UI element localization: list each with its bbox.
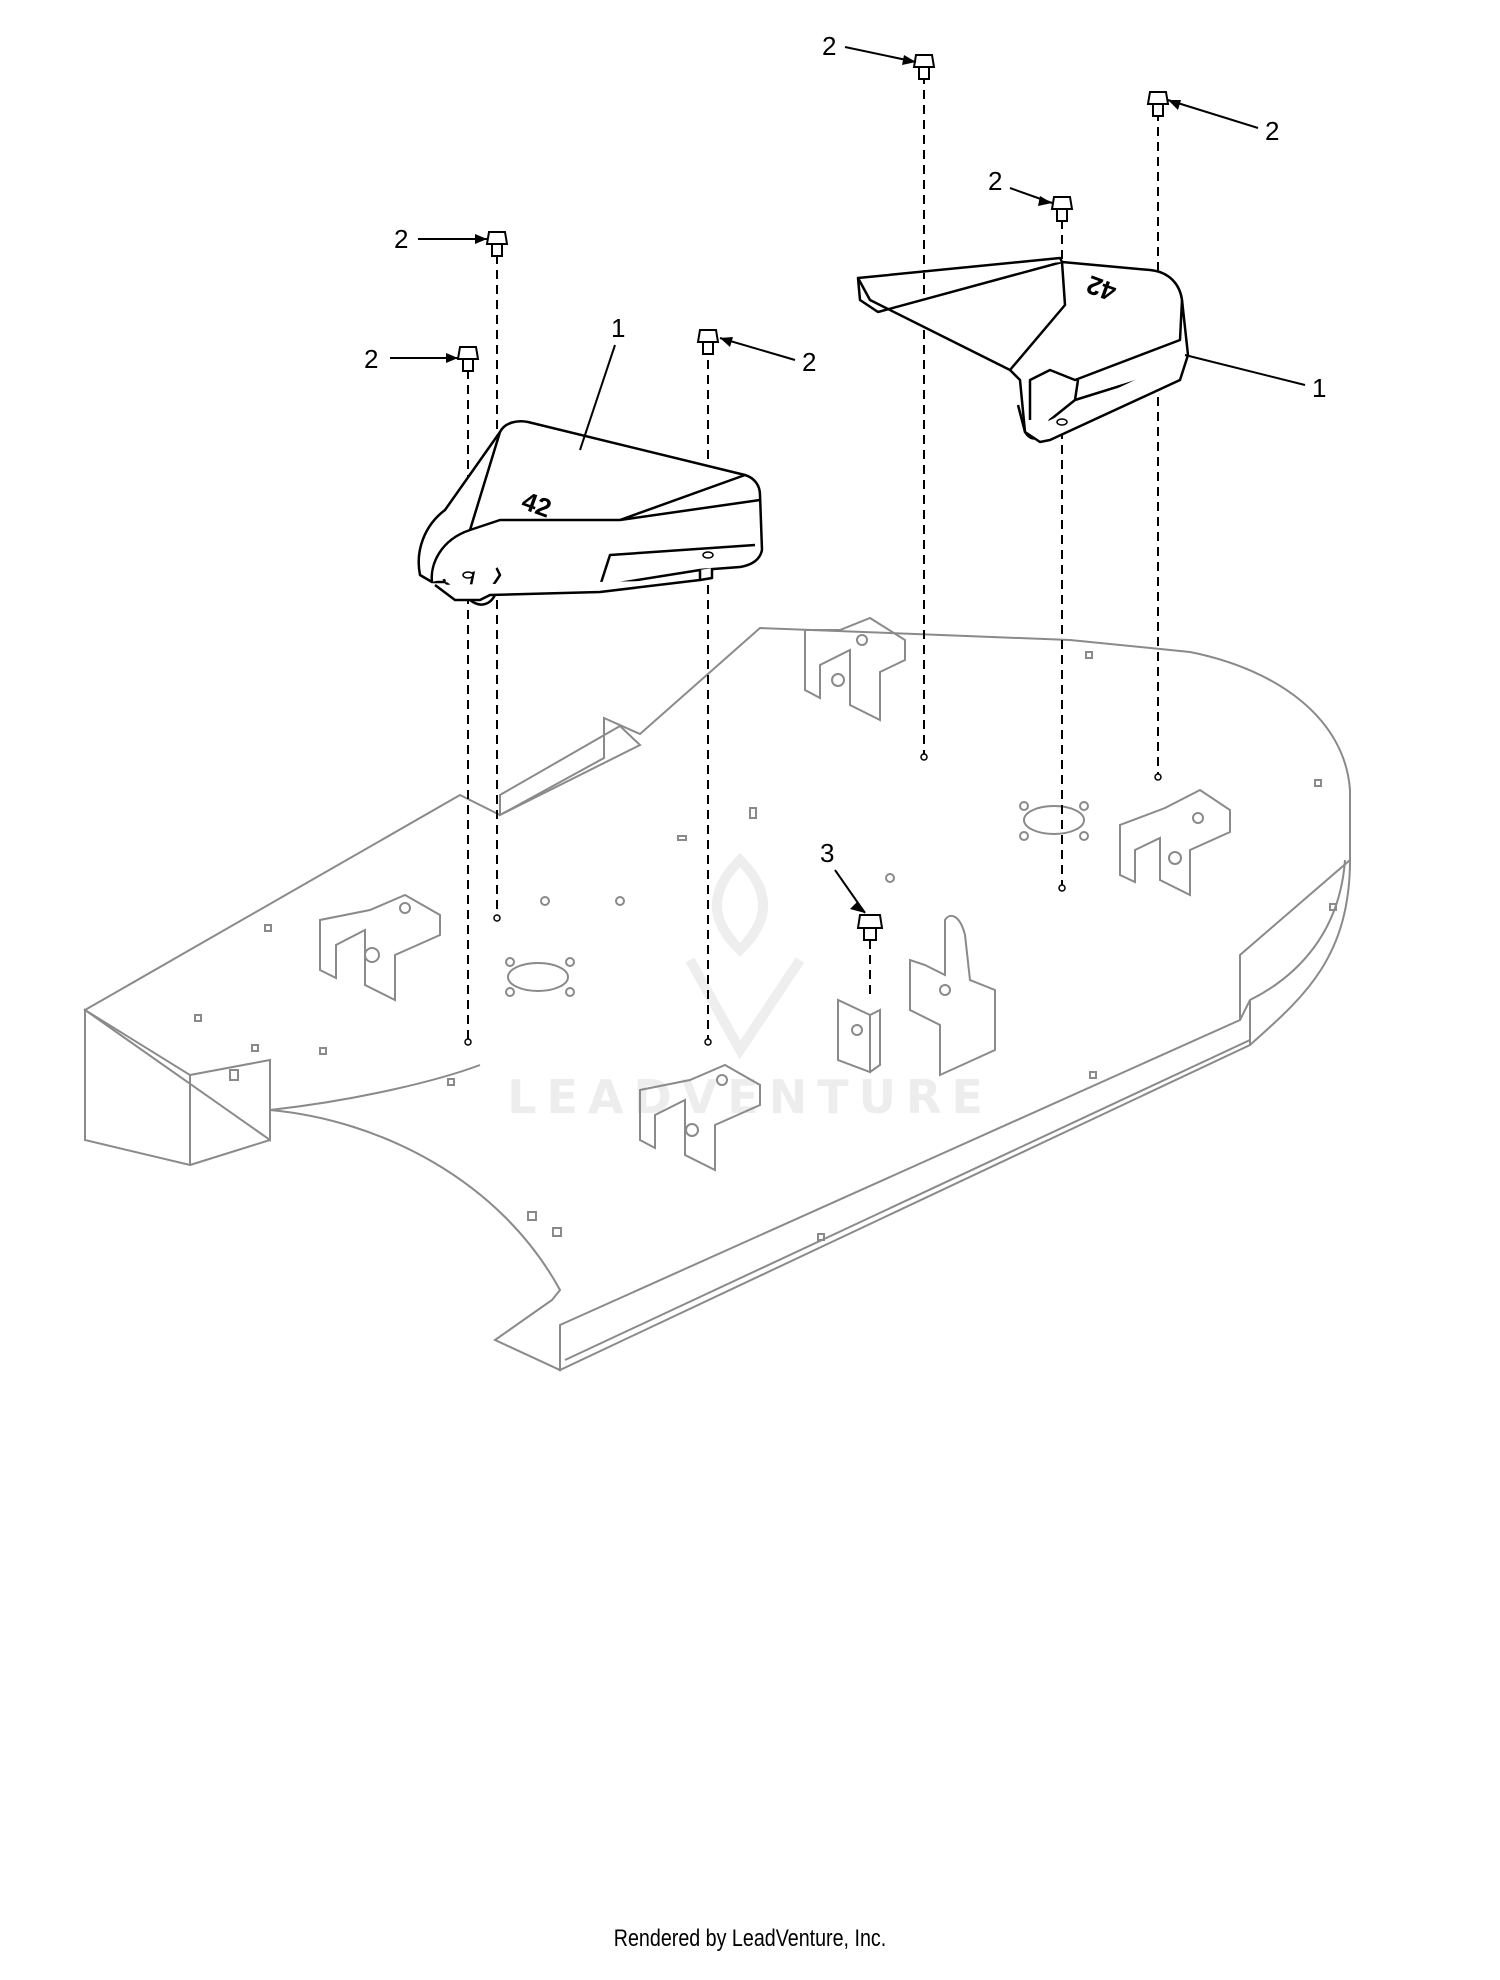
belt-cover-right xyxy=(856,256,1190,444)
callout-bolt-right-middle: 2 xyxy=(988,166,1002,196)
deck-bracket-back-right xyxy=(1119,788,1231,897)
callout-bolt-top-right: 2 xyxy=(1265,116,1279,146)
deck-bracket-front xyxy=(639,1063,761,1172)
deck-bracket-left xyxy=(319,893,441,1002)
belt-cover-left xyxy=(417,420,764,606)
bolt-icon xyxy=(456,346,480,372)
bolts xyxy=(456,54,1170,941)
callout-bolt-left-upper: 2 xyxy=(394,224,408,254)
bolt-icon xyxy=(485,231,509,257)
leader-arrows xyxy=(446,55,1181,913)
bolt-part3-icon xyxy=(856,914,884,941)
callout-bolt-left-lower: 2 xyxy=(364,344,378,374)
cover-left-bolt-holes xyxy=(462,551,714,579)
callout-cover-left: 1 xyxy=(611,313,625,343)
bolt-icon xyxy=(696,329,720,355)
bolt-icon xyxy=(912,54,936,80)
bolt-icon xyxy=(1050,196,1074,222)
mower-deck xyxy=(83,616,1351,1372)
footer-credit: Rendered by LeadVenture, Inc. xyxy=(613,1925,887,1952)
callout-bolt-left-right: 2 xyxy=(802,347,816,377)
leader-lines xyxy=(390,46,1306,914)
bolt-icon xyxy=(1146,91,1170,117)
deck-center-bracket xyxy=(837,914,996,1077)
watermark-logo xyxy=(685,852,805,1060)
callout-cover-right: 1 xyxy=(1312,373,1326,403)
callout-bolt-top-center: 2 xyxy=(822,31,836,61)
deck-mount-holes xyxy=(464,753,1162,1046)
callout-part-3: 3 xyxy=(820,838,834,868)
deck-bracket-back-left xyxy=(804,616,906,722)
cover-right-bolt-holes xyxy=(1056,418,1068,426)
watermark-text: LEADVENTURE xyxy=(507,1070,993,1124)
